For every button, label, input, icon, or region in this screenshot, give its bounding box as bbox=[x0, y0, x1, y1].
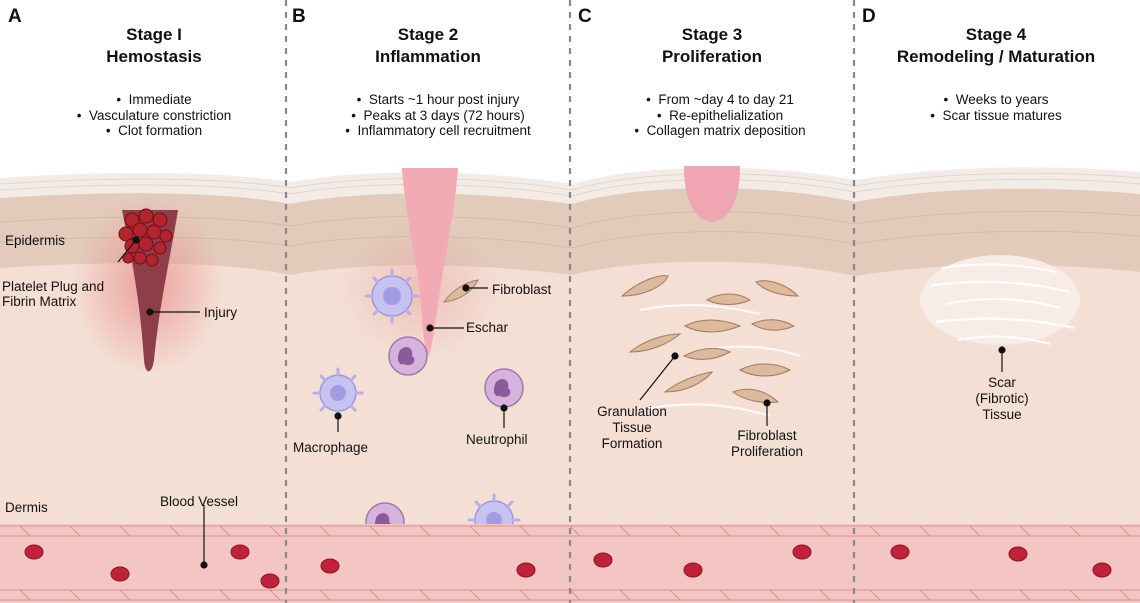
eschar-label: Eschar bbox=[466, 320, 509, 335]
panel-c-bullets: From ~day 4 to day 21 Re-epithelializati… bbox=[580, 92, 860, 139]
panel-letter-a: A bbox=[8, 6, 22, 27]
scar-fibers bbox=[929, 263, 1075, 346]
bullet: Vasculature constriction bbox=[14, 108, 294, 124]
fibroblast-cells bbox=[620, 275, 800, 403]
scar-label-line1: Scar bbox=[988, 375, 1016, 390]
macrophage-label: Macrophage bbox=[293, 440, 369, 455]
fibroblast-label: Fibroblast bbox=[492, 282, 552, 297]
granulation-label-line2: Tissue bbox=[612, 420, 652, 435]
red-blood-cells bbox=[24, 544, 1112, 589]
panel-b-title-line1: Stage 2 bbox=[397, 25, 459, 44]
scar-label-line3: Tissue bbox=[982, 407, 1022, 422]
panel-d-title-line2: Remodeling / Maturation bbox=[896, 47, 1096, 66]
leader-lines bbox=[117, 239, 1003, 565]
scar-label-line2: (Fibrotic) bbox=[975, 391, 1029, 406]
panel-letter-c: C bbox=[578, 6, 592, 27]
panel-b-bullets: Starts ~1 hour post injury Peaks at 3 da… bbox=[298, 92, 578, 139]
bullet: Scar tissue matures bbox=[856, 108, 1136, 124]
bullet: Re-epithelialization bbox=[580, 108, 860, 124]
panel-letter-d: D bbox=[862, 6, 876, 27]
leader-dots bbox=[132, 236, 1006, 569]
panel-a-title-line2: Hemostasis bbox=[106, 47, 202, 66]
bullet: Peaks at 3 days (72 hours) bbox=[298, 108, 578, 124]
bullet: Starts ~1 hour post injury bbox=[298, 92, 578, 108]
platelet-plug-label-line2: Fibrin Matrix bbox=[2, 294, 77, 309]
panel-b-title-line2: Inflammation bbox=[375, 47, 481, 66]
granulation-label-line1: Granulation bbox=[597, 404, 667, 419]
panel-letter-b: B bbox=[292, 6, 306, 27]
eschar-wound bbox=[402, 168, 458, 356]
epidermis-label: Epidermis bbox=[5, 233, 66, 248]
bullet: Inflammatory cell recruitment bbox=[298, 123, 578, 139]
platelet-plug-label-line1: Platelet Plug and bbox=[2, 279, 105, 294]
panel-c-title-line2: Proliferation bbox=[661, 47, 763, 66]
healing-wound bbox=[684, 166, 740, 222]
panel-a-bullets: Immediate Vasculature constriction Clot … bbox=[14, 92, 294, 139]
fibroblast-b bbox=[442, 279, 479, 303]
panel-c-title-line1: Stage 3 bbox=[681, 25, 743, 44]
injury-label: Injury bbox=[204, 305, 238, 320]
bullet: Collagen matrix deposition bbox=[580, 123, 860, 139]
neutrophil-label: Neutrophil bbox=[466, 432, 528, 447]
panel-d-bullets: Weeks to years Scar tissue matures bbox=[856, 92, 1136, 123]
granulation-label-line3: Formation bbox=[601, 436, 663, 451]
panel-d-title-line1: Stage 4 bbox=[965, 25, 1027, 44]
panel-a-title-line1: Stage I bbox=[126, 25, 182, 44]
bullet: Weeks to years bbox=[856, 92, 1136, 108]
fibroblast-proliferation-label-line2: Proliferation bbox=[730, 444, 804, 459]
bullet: From ~day 4 to day 21 bbox=[580, 92, 860, 108]
bullet: Immediate bbox=[14, 92, 294, 108]
dermis-label: Dermis bbox=[5, 500, 48, 515]
bullet: Clot formation bbox=[14, 123, 294, 139]
fibroblast-proliferation-label-line1: Fibroblast bbox=[737, 428, 797, 443]
blood-vessel-label: Blood Vessel bbox=[160, 494, 239, 509]
